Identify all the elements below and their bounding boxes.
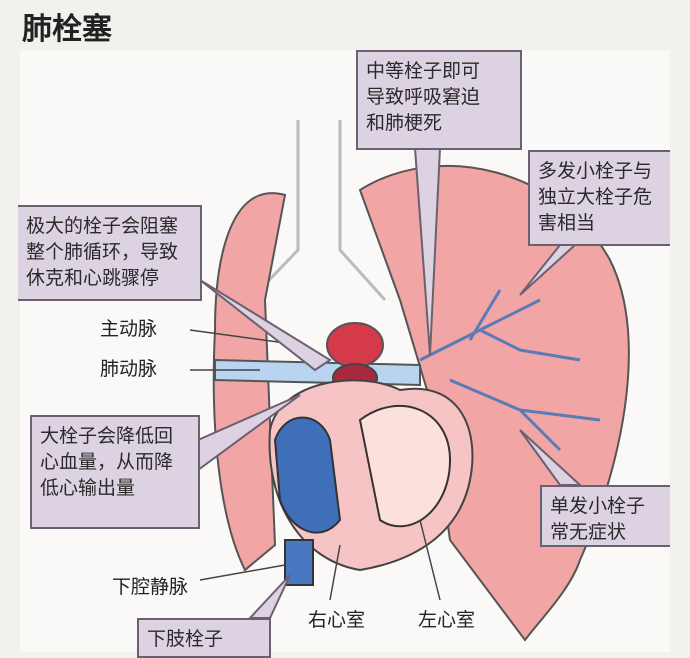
label-left-ventricle: 左心室 [418,609,476,631]
callout-single-small-embolus: 单发小栓子 常无症状 [540,485,670,547]
aorta [326,322,384,368]
callout-multiple-small-emboli: 多发小栓子与 独立大栓子危 害相当 [528,150,670,246]
callout-massive-embolus: 极大的栓子会阻塞 整个肺循环，导致 休克和心跳骤停 [18,205,202,301]
callout-lower-limb-embolus: 下肢栓子 [137,618,271,658]
label-inferior-vena-cava: 下腔静脉 [112,576,189,598]
label-right-ventricle: 右心室 [308,609,366,631]
pulmonary-vessels [419,289,601,452]
label-aorta: 主动脉 [100,318,158,340]
label-pulmonary-artery: 肺动脉 [100,358,158,380]
callout-large-embolus: 大栓子会降低回 心血量，从而降 低心输出量 [30,415,200,529]
page-title: 肺栓塞 [22,12,112,47]
right-ventricle [273,416,342,534]
left-ventricle [358,404,452,528]
callout-moderate-embolus: 中等栓子即可 导致呼吸窘迫 和肺梗死 [356,50,522,150]
